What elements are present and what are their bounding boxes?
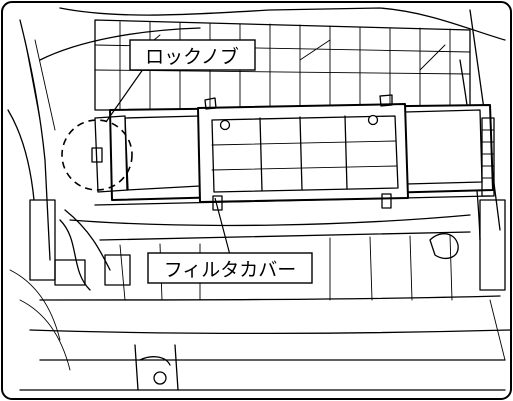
left-wiring	[9, 199, 131, 371]
filter-cover-callout: フィルタカバー	[147, 252, 313, 284]
lock-knob-highlight-circle	[61, 119, 133, 191]
dashboard-housing	[7, 7, 506, 261]
filter-cover-part	[91, 94, 495, 211]
lock-knob-callout: ロックノブ	[129, 39, 256, 71]
filter-cover-label: フィルタカバー	[164, 259, 297, 281]
lock-knob-leader-line	[105, 64, 147, 123]
right-components	[429, 199, 506, 361]
filter-cover-leader-line	[214, 197, 231, 256]
lock-knob-label-box	[129, 39, 256, 71]
lower-housing	[19, 195, 511, 391]
lock-knob-label: ロックノブ	[145, 45, 239, 68]
filter-cover-label-box	[147, 252, 313, 284]
